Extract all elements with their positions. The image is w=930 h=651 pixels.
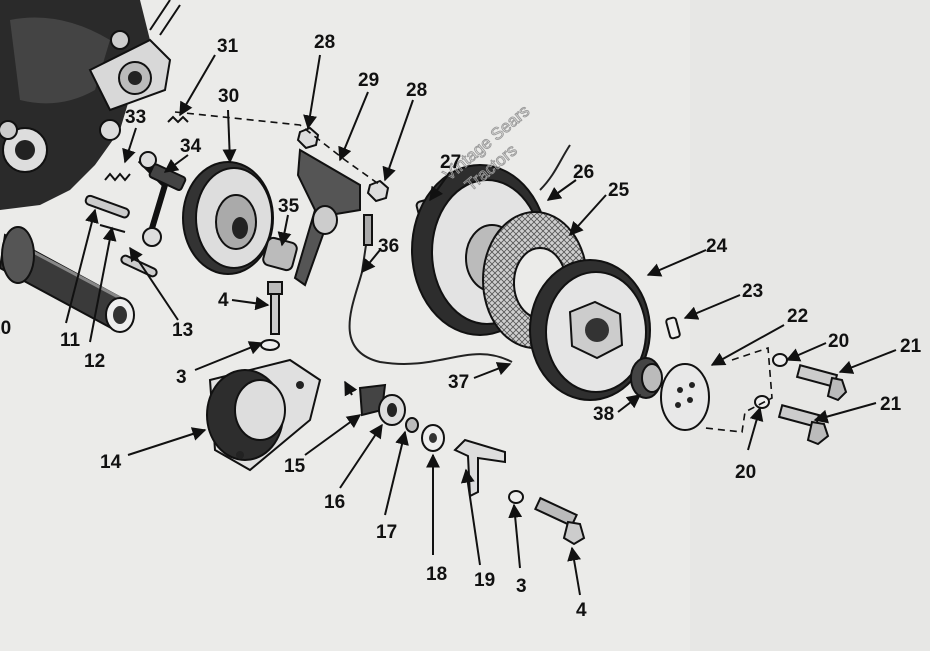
callout-labels: 31 28 29 28 30 33 34 27 26 25 35 36 24 2… (0, 32, 922, 621)
callout-21-upper: 21 (900, 336, 922, 357)
callout-21-lower: 21 (880, 394, 902, 415)
drive-pulley (182, 161, 274, 275)
leader-lines (65, 54, 897, 596)
callout-14: 14 (100, 452, 122, 473)
callout-25: 25 (608, 180, 630, 201)
callout-18: 18 (426, 564, 447, 585)
hub (630, 357, 663, 399)
bolt-lower (534, 496, 586, 546)
bearing-housing (206, 358, 322, 472)
bearing (378, 394, 406, 426)
washer-lower (508, 490, 524, 504)
collar (405, 417, 419, 433)
callout-15: 15 (284, 456, 306, 477)
bolt-21-upper (795, 364, 848, 402)
callout-23: 23 (742, 281, 763, 302)
callout-3-upper: 3 (176, 367, 187, 388)
callout-30: 30 (218, 86, 239, 107)
callout-11: 11 (60, 330, 81, 351)
callout-16: 16 (324, 492, 345, 513)
lever-34 (137, 151, 187, 247)
washer-20-upper (772, 353, 788, 367)
callout-4-upper: 4 (218, 290, 229, 311)
bolt-upper (267, 281, 283, 335)
callout-20-lower: 20 (735, 462, 756, 483)
callout-35: 35 (278, 196, 300, 217)
callout-17: 17 (376, 522, 397, 543)
callout-26: 26 (573, 162, 594, 183)
callout-31: 31 (217, 36, 239, 57)
callout-36: 36 (378, 236, 399, 257)
callout-3-lower: 3 (516, 576, 527, 597)
pivot-pin (84, 194, 130, 219)
dashed-guide-2 (704, 346, 773, 433)
callout-28-upper: 28 (314, 32, 335, 53)
nut-lower (366, 179, 390, 203)
idler-bracket (293, 148, 361, 287)
callout-33: 33 (125, 107, 146, 128)
callout-19: 19 (474, 570, 495, 591)
engine-housing (0, 0, 181, 210)
callout-28-lower: 28 (406, 80, 427, 101)
callout-13: 13 (172, 320, 193, 341)
retainer-plate (660, 363, 710, 431)
dashed-guide-1 (174, 111, 381, 186)
spring-33 (104, 172, 131, 182)
callout-12: 12 (84, 351, 105, 372)
callout-22: 22 (787, 306, 808, 327)
driven-pulley (529, 259, 651, 401)
callout-24: 24 (706, 236, 728, 257)
washer-upper (260, 339, 280, 351)
callout-27: 27 (440, 152, 461, 173)
callout-34: 34 (180, 136, 202, 157)
spring-31 (167, 115, 189, 124)
callout-20-upper: 20 (828, 331, 849, 352)
callout-10: 10 (0, 318, 11, 339)
callout-4-lower: 4 (576, 600, 587, 621)
callout-37: 37 (448, 372, 469, 393)
flat-washer (421, 424, 445, 452)
callout-38: 38 (593, 404, 614, 425)
cable (348, 214, 513, 365)
washer-20-lower (754, 395, 770, 409)
pto-shaft (0, 226, 135, 333)
callout-29: 29 (358, 70, 379, 91)
woodruff-key (665, 316, 681, 340)
